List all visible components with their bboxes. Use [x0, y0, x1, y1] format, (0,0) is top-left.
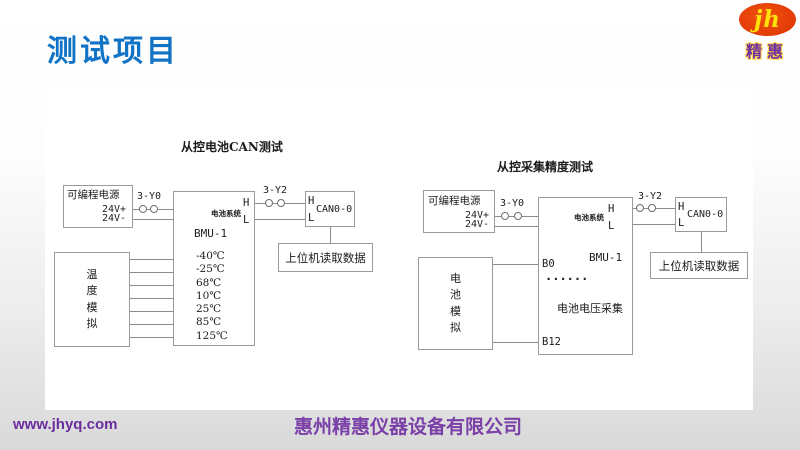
wire	[130, 337, 173, 338]
diagram1-power-supply-box	[63, 185, 133, 228]
switch-contact-icon	[514, 212, 522, 220]
diagram2-can-label: CAN0-0	[687, 209, 724, 220]
diagram1-switch-out-label: 3-Y2	[263, 185, 288, 196]
wire	[633, 224, 675, 225]
diagram1-bmu-h: H	[243, 197, 250, 209]
diagram1-power-supply-label: 可编程电源	[67, 189, 120, 201]
page-title: 测试项目	[47, 35, 179, 68]
diagram2-can-box	[675, 197, 727, 232]
switch-contact-icon	[277, 199, 285, 207]
wire	[701, 232, 702, 252]
wire	[130, 259, 173, 260]
diagram2-can-h: H	[678, 201, 685, 213]
diagram2-power-supply-label: 可编程电源	[428, 195, 481, 207]
diagram2-power-supply-box	[423, 190, 495, 233]
company-logo-icon: jh	[739, 3, 796, 36]
diagram2-switch-out-label: 3-Y2	[638, 191, 663, 202]
diagram2-power-24v-plus: 24V+	[465, 210, 490, 221]
diagram1-power-24v-minus: 24V-	[102, 213, 127, 224]
wire	[130, 324, 173, 325]
diagram2-bmu-system-label: 电池系统	[574, 213, 604, 222]
diagram1-switch-in-label: 3-Y0	[137, 191, 162, 202]
wire	[495, 226, 538, 227]
diagram2-can-l: L	[678, 217, 685, 229]
temperature-item: 25℃	[196, 303, 222, 316]
diagram2-b12-label: B12	[542, 336, 561, 348]
diagram1-bmu-system-label: 电池系统	[211, 209, 241, 218]
diagram2-bmu-box	[538, 197, 633, 355]
switch-contact-icon	[139, 205, 147, 213]
diagram2-bmu-h: H	[608, 203, 615, 215]
footer-website: www.jhyq.com	[13, 416, 118, 433]
diagram2-bmu-l: L	[608, 220, 615, 232]
temperature-item: 10℃	[196, 289, 222, 302]
wire	[255, 219, 305, 220]
wire	[130, 272, 173, 273]
diagram1-temperature-list: -40℃ -25℃ 68℃ 10℃ 25℃ 85℃ 125℃	[196, 250, 228, 343]
diagram2-host-label: 上位机读取数据	[658, 258, 740, 273]
diagram1-power-24v-plus: 24V+	[102, 204, 127, 215]
diagram1-can-h: H	[308, 195, 315, 207]
wire	[130, 285, 173, 286]
wire	[133, 219, 173, 220]
diagram1-temp-sim-box: 温度模拟	[54, 252, 130, 347]
switch-contact-icon	[150, 205, 158, 213]
wire	[493, 264, 538, 265]
wire	[130, 298, 173, 299]
diagram1-can-label: CAN0-0	[316, 204, 353, 215]
diagram2-battery-sim-label: 电池模拟	[450, 271, 461, 335]
diagram2-power-24v-minus: 24V-	[465, 219, 490, 230]
temperature-item: 68℃	[196, 276, 222, 289]
diagram2-title: 从控采集精度测试	[497, 160, 594, 174]
diagram1-bmu-box	[173, 191, 255, 346]
wire	[493, 342, 538, 343]
logo-monogram: jh	[753, 6, 782, 33]
diagram1-title: 从控电池CAN测试	[181, 140, 283, 154]
diagram1-host-box: 上位机读取数据	[278, 243, 373, 272]
switch-contact-icon	[648, 204, 656, 212]
logo-brand-text: 精惠	[745, 44, 788, 61]
switch-contact-icon	[265, 199, 273, 207]
wire	[130, 311, 173, 312]
diagram2-b0-label: B0	[542, 258, 555, 270]
diagram1-temp-sim-label: 温度模拟	[86, 267, 98, 331]
footer-company-name: 惠州精惠仪器设备有限公司	[294, 417, 523, 438]
content-panel	[45, 88, 753, 410]
diagram2-host-box: 上位机读取数据	[650, 252, 748, 279]
diagram2-bmu-name: BMU-1	[589, 251, 623, 264]
diagram1-bmu-l: L	[243, 214, 250, 226]
switch-contact-icon	[501, 212, 509, 220]
temperature-item: 85℃	[196, 316, 222, 329]
temperature-item: -25℃	[196, 263, 225, 276]
wire	[330, 227, 331, 243]
diagram1-can-l: L	[308, 212, 315, 224]
diagram1-host-label: 上位机读取数据	[285, 250, 366, 265]
diagram2-voltage-acquire-label: 电池电压采集	[557, 302, 623, 315]
temperature-item: 125℃	[196, 329, 228, 342]
diagram2-dots: ......	[545, 270, 588, 282]
diagram2-switch-in-label: 3-Y0	[500, 198, 525, 209]
diagram1-can-box	[305, 191, 355, 227]
diagram1-bmu-name: BMU-1	[194, 227, 228, 240]
diagram2-battery-sim-box: 电池模拟	[418, 257, 493, 350]
temperature-item: -40℃	[196, 250, 225, 262]
switch-contact-icon	[636, 204, 644, 212]
